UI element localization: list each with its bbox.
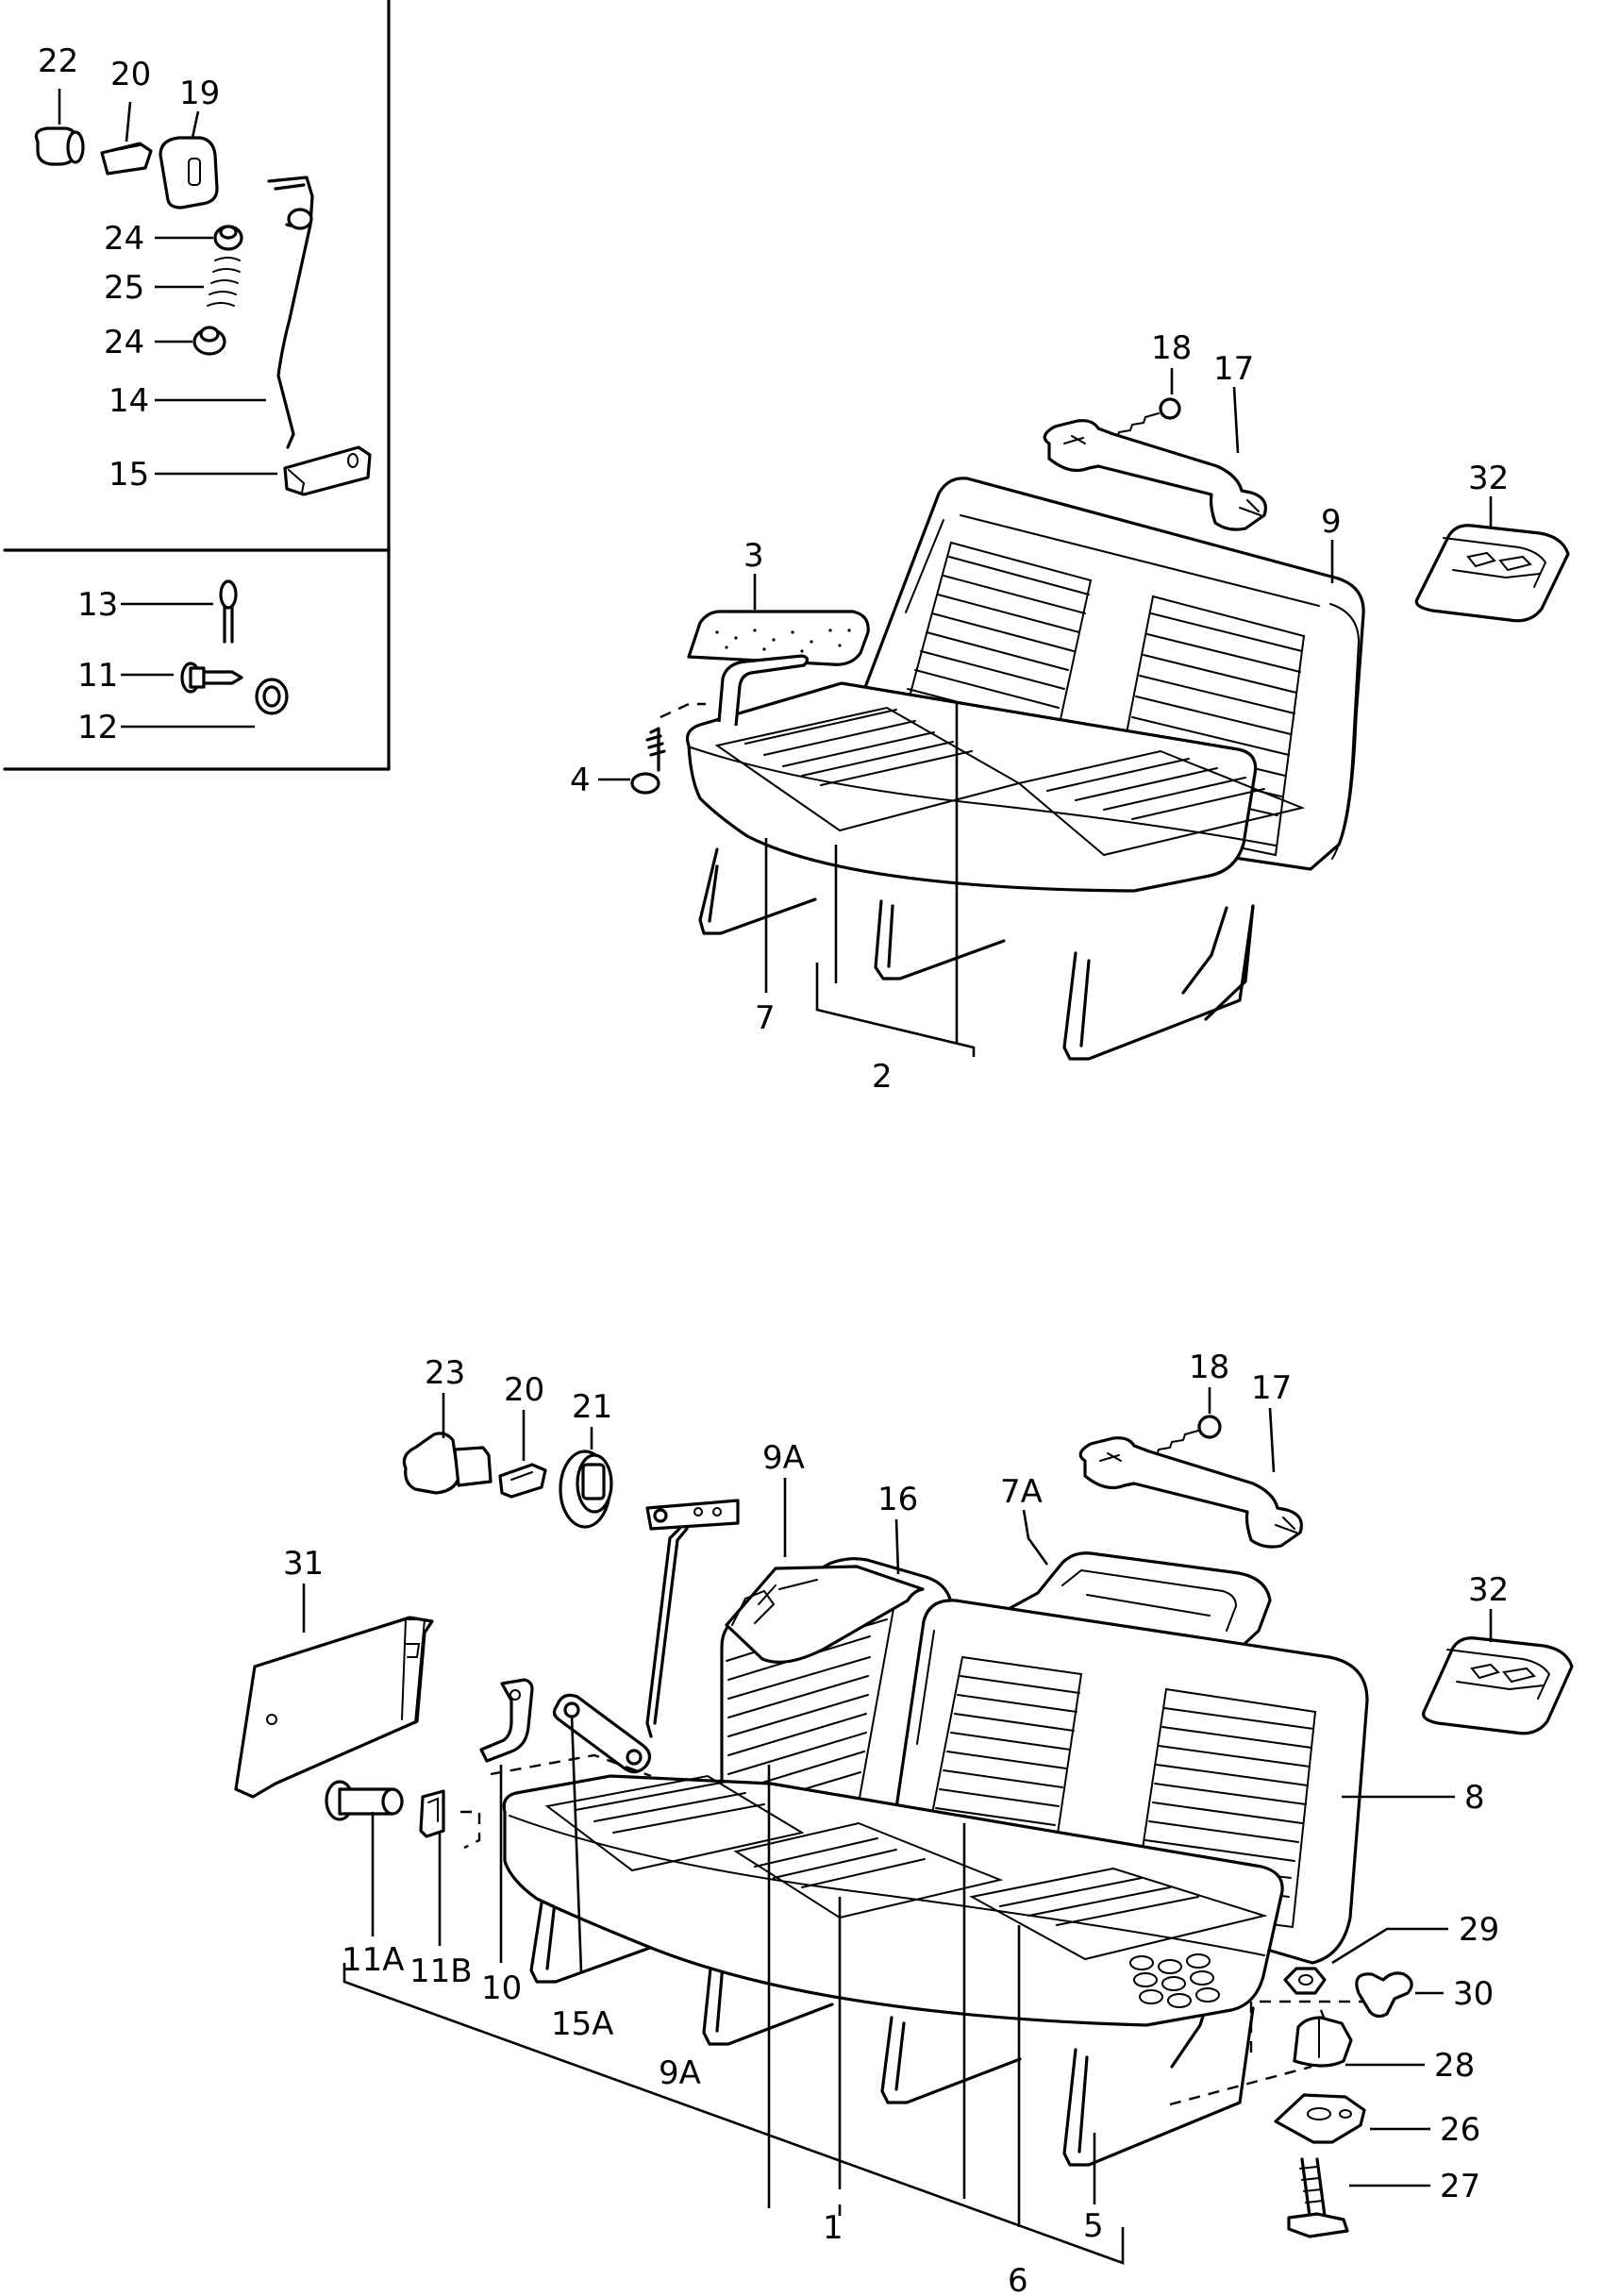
part-3-support-arm xyxy=(717,654,810,727)
part-17-grab-handle-top xyxy=(1043,419,1267,531)
inset-panel xyxy=(3,0,391,771)
part-31-panel xyxy=(234,1616,434,1799)
part-19-cap xyxy=(159,136,219,209)
callout-23: 23 xyxy=(425,1354,465,1392)
part-30-wing-nut xyxy=(1355,1971,1413,2019)
part-18-screw-top xyxy=(1107,397,1181,441)
callout-3: 3 xyxy=(743,537,764,575)
part-29-nut xyxy=(1283,1967,1327,1995)
callout-18-top: 18 xyxy=(1151,329,1192,367)
callout-7A: 7A xyxy=(1000,1473,1043,1511)
callout-20-bottom: 20 xyxy=(504,1371,544,1409)
callout-11A: 11A xyxy=(342,1941,405,1979)
callout-1: 1 xyxy=(823,2209,843,2247)
callout-19: 19 xyxy=(179,75,220,112)
part-24-grommet-upper xyxy=(213,225,243,251)
callout-6: 6 xyxy=(1008,2262,1028,2296)
part-24-grommet-lower xyxy=(192,326,226,356)
callout-18-bottom: 18 xyxy=(1189,1349,1229,1386)
callout-17-top: 17 xyxy=(1213,350,1254,388)
part-3-headrest xyxy=(687,610,870,666)
part-32-latch-housing-top xyxy=(1414,524,1570,623)
callout-25: 25 xyxy=(104,269,144,307)
callout-12: 12 xyxy=(77,709,118,746)
callout-17-bottom: 17 xyxy=(1251,1369,1292,1407)
part-26-plate xyxy=(1274,2093,1366,2144)
part-27-bolt xyxy=(1287,2157,1349,2238)
callout-32-top: 32 xyxy=(1468,460,1509,497)
callout-11: 11 xyxy=(77,657,118,695)
part-11B-clip xyxy=(419,1789,481,1850)
callout-30: 30 xyxy=(1453,1975,1494,2013)
part-21-round-cap xyxy=(559,1450,613,1529)
part-15A-link xyxy=(552,1693,652,1774)
part-18-screw-bottom xyxy=(1146,1415,1222,1458)
callout-13: 13 xyxy=(77,586,118,624)
part-20-clip-bottom xyxy=(498,1463,547,1499)
part-14-rod xyxy=(267,176,314,449)
callout-20: 20 xyxy=(110,56,151,93)
callout-21: 21 xyxy=(572,1388,612,1426)
callout-29: 29 xyxy=(1459,1911,1499,1949)
part-11-bolt xyxy=(180,662,243,694)
callout-24a: 24 xyxy=(104,220,144,258)
top-bench-seat xyxy=(685,477,1365,1061)
callout-31: 31 xyxy=(283,1545,324,1583)
part-4-screw xyxy=(630,702,706,795)
part-22-knob xyxy=(34,126,85,166)
part-25-spring xyxy=(207,257,241,307)
part-23-knob xyxy=(402,1432,493,1495)
callout-14: 14 xyxy=(109,382,149,420)
part-15-bracket xyxy=(283,445,372,496)
part-10-bracket xyxy=(479,1678,534,1763)
callout-28: 28 xyxy=(1434,2047,1475,2085)
callout-16: 16 xyxy=(877,1481,918,1518)
callout-9A-bottom: 9A xyxy=(659,2054,701,2092)
callout-10: 10 xyxy=(481,1969,522,2007)
part-13-cotter-pin xyxy=(219,579,238,644)
callout-27: 27 xyxy=(1440,2168,1480,2205)
callout-9: 9 xyxy=(1321,503,1342,541)
part-12-washer xyxy=(255,678,289,715)
leader-lines xyxy=(58,89,1493,2265)
callout-15: 15 xyxy=(109,456,149,494)
callout-7: 7 xyxy=(755,999,776,1037)
callout-8: 8 xyxy=(1464,1779,1485,1817)
callout-32-bottom: 32 xyxy=(1468,1571,1509,1609)
callout-labels: 22 20 19 24 25 24 14 15 13 11 12 18 17 3… xyxy=(38,42,1509,2296)
part-hinge-plate-rod xyxy=(645,1499,740,1738)
callout-4: 4 xyxy=(570,762,591,799)
part-11A-bolt xyxy=(325,1780,404,1821)
part-32-latch-housing-bottom xyxy=(1422,1636,1574,1735)
callout-9A-top: 9A xyxy=(762,1439,805,1477)
part-17-grab-handle-bottom xyxy=(1078,1436,1303,1549)
callout-22: 22 xyxy=(38,42,78,80)
callout-2: 2 xyxy=(872,1058,893,1096)
bottom-bench-seat xyxy=(502,1551,1369,2167)
part-20-clip xyxy=(100,142,153,176)
callout-15A: 15A xyxy=(551,2005,614,2043)
callout-24b: 24 xyxy=(104,324,144,361)
callout-11B: 11B xyxy=(409,1952,473,1990)
callout-5: 5 xyxy=(1083,2207,1104,2245)
part-28-clamp xyxy=(1293,2016,1353,2068)
callout-26: 26 xyxy=(1440,2111,1480,2149)
